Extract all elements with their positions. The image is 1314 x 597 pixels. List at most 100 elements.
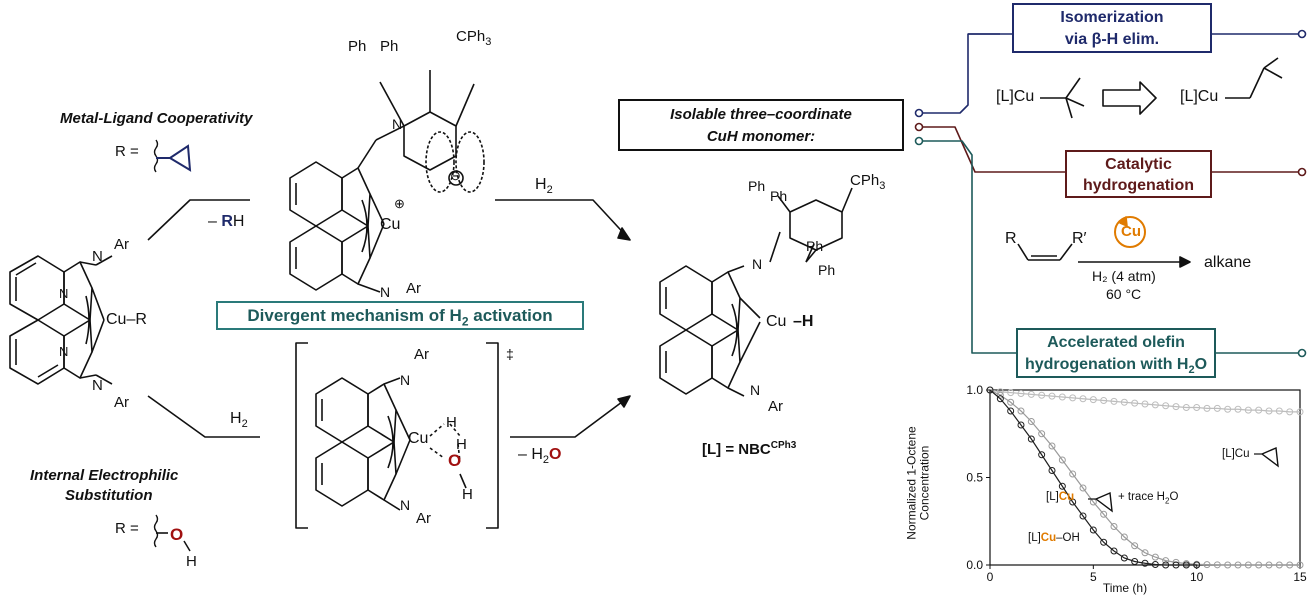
data-point bbox=[1296, 561, 1304, 569]
data-point bbox=[1079, 395, 1087, 403]
data-point bbox=[1213, 561, 1221, 569]
data-point bbox=[1131, 542, 1139, 550]
data-point bbox=[1265, 407, 1273, 415]
left-n-top: N bbox=[92, 248, 103, 265]
arrow-h2-to-cuh bbox=[495, 199, 631, 241]
cyclopropyl-icon bbox=[153, 139, 192, 173]
data-point bbox=[1203, 561, 1211, 569]
data-point bbox=[1244, 406, 1252, 414]
ies-title-1: Internal Electrophilic bbox=[30, 467, 179, 484]
connector-catalytic bbox=[914, 122, 1307, 177]
isolable-line-2: CuH monomer: bbox=[706, 128, 816, 145]
data-point bbox=[1193, 404, 1201, 411]
divergent-mechanism-box: Divergent mechanism of H2 activation bbox=[216, 301, 584, 330]
x-axis-label: Time (h) bbox=[1103, 581, 1147, 595]
data-point bbox=[1141, 549, 1149, 557]
chart-series bbox=[986, 386, 1304, 569]
cuh-complex-structure bbox=[659, 187, 853, 397]
data-point bbox=[1172, 403, 1180, 411]
top-n-bot: N bbox=[380, 284, 391, 300]
data-point bbox=[1027, 390, 1035, 398]
data-point bbox=[1296, 408, 1304, 416]
cuh-ph-2: Ph bbox=[770, 188, 788, 204]
data-point bbox=[1275, 407, 1283, 415]
y-tick-label: 1.0 bbox=[966, 383, 983, 397]
left-n-bot: N bbox=[92, 377, 103, 394]
series-line bbox=[989, 389, 1300, 566]
alkene-r: R bbox=[1005, 230, 1017, 247]
data-point bbox=[1017, 390, 1025, 397]
data-point bbox=[1224, 405, 1232, 413]
data-point bbox=[1027, 435, 1035, 443]
minus-rh-label: – RH bbox=[208, 213, 244, 231]
arrow-to-ies bbox=[147, 395, 260, 438]
alkene-rprime: R′ bbox=[1072, 230, 1087, 247]
series-label-cp: [L]Cu bbox=[1222, 448, 1250, 460]
data-point bbox=[1141, 400, 1149, 408]
top-ar-bot: Ar bbox=[406, 280, 421, 297]
connector-accelerated bbox=[914, 136, 1307, 358]
ts-o: O bbox=[448, 451, 462, 470]
cuh-cph3: CPh3 bbox=[850, 172, 886, 192]
temp-60c: 60 °C bbox=[1106, 286, 1142, 302]
data-point bbox=[1255, 406, 1263, 414]
isomerization-scheme bbox=[1040, 57, 1283, 119]
left-ar-bot: Ar bbox=[114, 394, 129, 411]
data-point bbox=[1017, 407, 1025, 415]
series-label-trace-h2o: + trace H2O bbox=[1118, 491, 1179, 506]
acc-line-1: Accelerated olefin bbox=[1047, 334, 1185, 351]
cuh-cu: Cu bbox=[766, 313, 787, 330]
data-point bbox=[1151, 553, 1159, 561]
top-n: N bbox=[392, 116, 403, 132]
arrow-ts-to-cuh bbox=[510, 395, 631, 438]
data-point bbox=[1017, 421, 1025, 429]
data-point bbox=[1038, 391, 1046, 399]
h-after-r: H bbox=[232, 213, 245, 230]
ligand-definition: [L] = NBCCPh3 bbox=[702, 440, 797, 458]
data-point bbox=[1203, 404, 1211, 412]
data-point bbox=[1275, 561, 1283, 569]
ts-ar-top: Ar bbox=[414, 346, 429, 363]
data-point bbox=[1162, 561, 1170, 569]
left-complex-structure bbox=[9, 255, 113, 385]
data-point bbox=[1100, 510, 1108, 518]
data-point bbox=[1151, 401, 1159, 409]
data-point bbox=[1182, 404, 1190, 411]
h2-top-label: H2 bbox=[535, 176, 553, 197]
data-point bbox=[1234, 405, 1242, 413]
arrow-to-mlc bbox=[147, 199, 250, 241]
y-tick-label: 0.0 bbox=[966, 558, 983, 572]
isomerization-box: Isomerization via β-H elim. bbox=[1012, 3, 1212, 53]
cuh-h: –H bbox=[793, 313, 814, 330]
data-point bbox=[1048, 392, 1056, 400]
data-point bbox=[1079, 484, 1087, 492]
data-point bbox=[1089, 526, 1097, 534]
cuh-ar-bot: Ar bbox=[768, 398, 783, 415]
data-point bbox=[1069, 498, 1077, 506]
r-bold: R bbox=[221, 213, 233, 230]
data-point bbox=[1265, 561, 1273, 569]
data-point bbox=[1058, 482, 1066, 490]
data-point bbox=[1110, 547, 1118, 555]
data-point bbox=[1089, 396, 1097, 404]
ies-title-2: Substitution bbox=[65, 487, 153, 504]
cat-line-1: Catalytic bbox=[1105, 156, 1172, 173]
data-point bbox=[1162, 557, 1170, 565]
data-point bbox=[1255, 561, 1263, 569]
data-point bbox=[1131, 558, 1139, 565]
minus-sign: – bbox=[208, 213, 217, 230]
left-n-ring-bot: N bbox=[59, 344, 69, 359]
accelerated-box: Accelerated olefin hydrogenation with H2… bbox=[1016, 328, 1216, 378]
top-minus-icon: ⊖ bbox=[450, 168, 461, 183]
minus-h2o-label: – H2O bbox=[518, 446, 562, 467]
data-point bbox=[1110, 523, 1118, 530]
data-point bbox=[1038, 430, 1046, 438]
data-point bbox=[1027, 418, 1035, 425]
ts-dagger: ‡ bbox=[506, 346, 514, 362]
left-cu-r: Cu–R bbox=[106, 311, 147, 328]
data-point bbox=[1120, 533, 1128, 541]
transition-state-bracket bbox=[295, 342, 499, 529]
ies-r-equals: R = bbox=[115, 520, 139, 537]
x-tick-label: 15 bbox=[1293, 570, 1307, 584]
isom-line-1: Isomerization bbox=[1060, 9, 1164, 26]
